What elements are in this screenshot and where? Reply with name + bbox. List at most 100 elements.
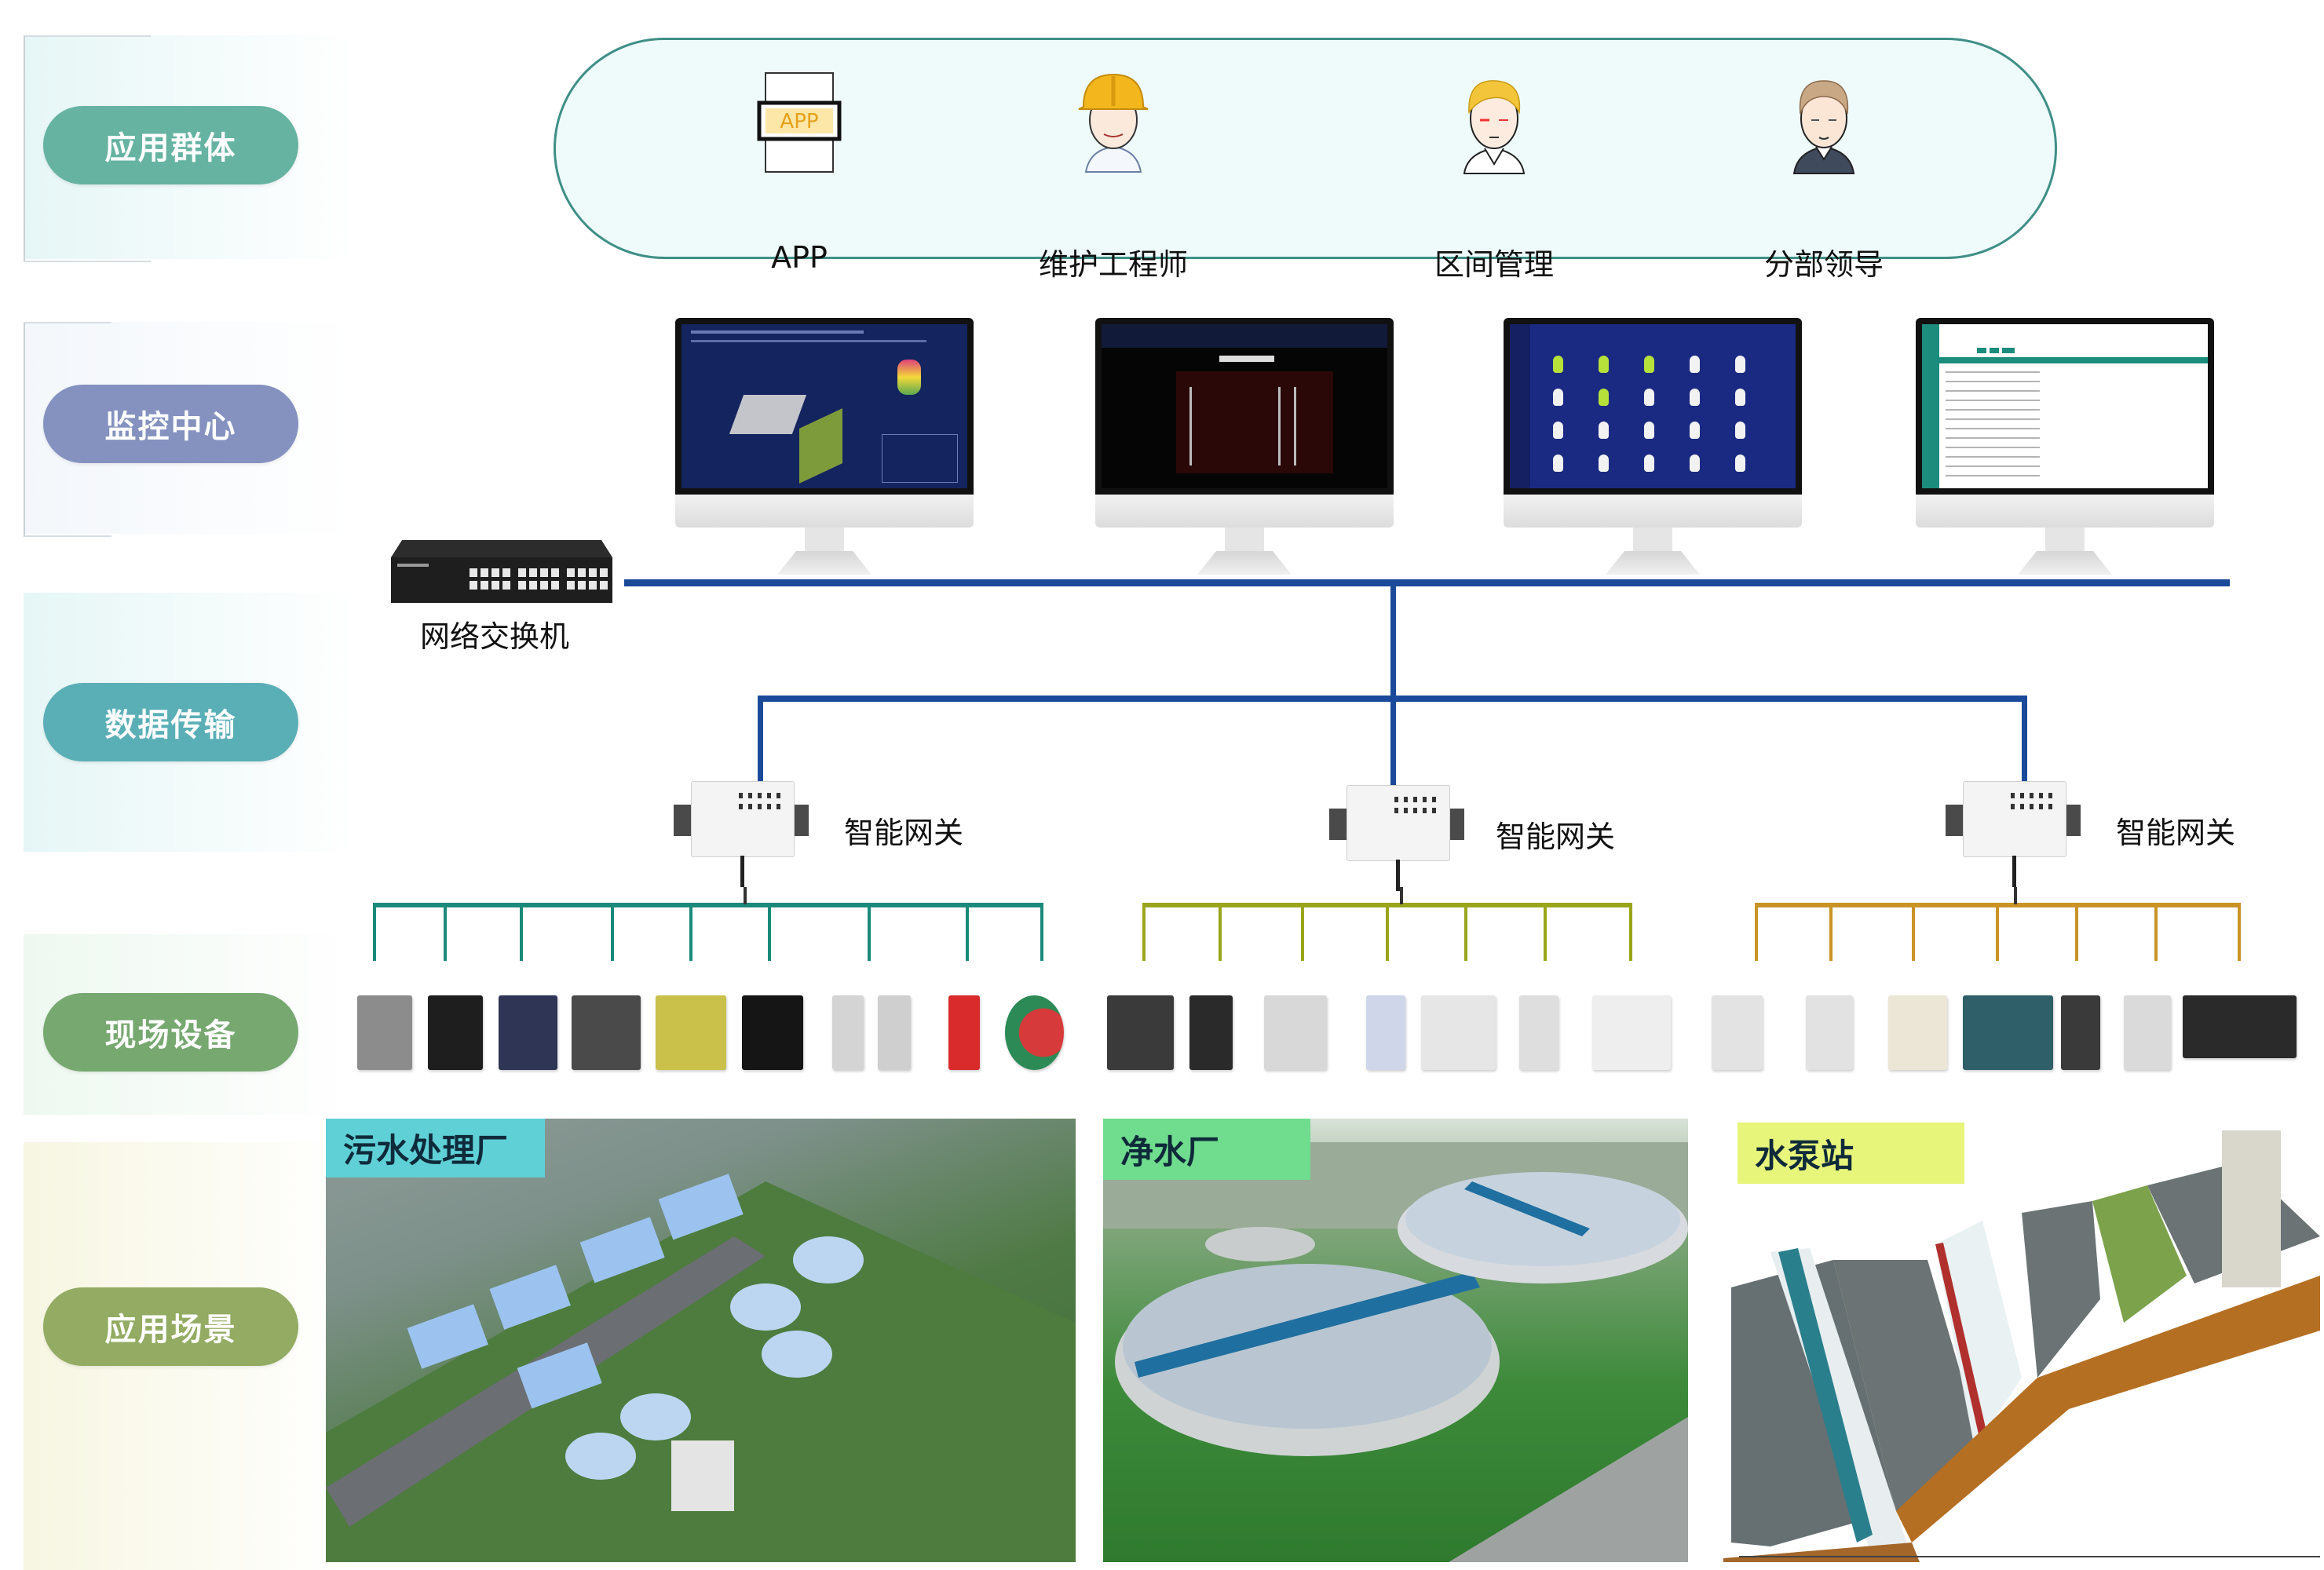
- status-bulb-icon: [1735, 389, 1745, 406]
- gateway-uplink: [1400, 887, 1403, 904]
- gateway-body: [1963, 781, 2066, 857]
- device-drop: [1301, 904, 1304, 961]
- layer-frame-monitor: [24, 322, 111, 537]
- device-drop: [1386, 904, 1389, 961]
- gateway-mount-left: [1946, 805, 1963, 836]
- table-row: [1946, 371, 2040, 373]
- water-purification-illustration: [1103, 1142, 1688, 1562]
- gateway-led: [2030, 793, 2034, 798]
- scene-label: 水泵站: [1755, 1136, 1854, 1175]
- light-pole-device: [1592, 995, 1671, 1070]
- scene-wastewater-plant: 污水处理厂: [326, 1119, 1076, 1562]
- gateway-led: [2011, 793, 2015, 798]
- gateway-led: [776, 793, 780, 798]
- monitor-3d-dashboard: [675, 318, 974, 577]
- monitor-chin: [1095, 495, 1394, 528]
- monitor-screen: [1504, 318, 1802, 495]
- gateway-mount-right: [1450, 809, 1464, 840]
- gateway-mount-left: [1329, 809, 1347, 840]
- gateway-led: [758, 793, 762, 798]
- device-drop: [2075, 904, 2078, 961]
- scene-tag: 水泵站: [1738, 1123, 1964, 1184]
- gateway-led: [1423, 808, 1427, 813]
- fire-pump-device: [948, 995, 980, 1070]
- status-bulb-icon: [1644, 389, 1654, 406]
- status-bulb-icon: [1690, 389, 1700, 406]
- monitor-stand: [805, 528, 844, 551]
- status-bulb-icon: [1644, 356, 1654, 373]
- monitor-stand: [1633, 528, 1672, 551]
- smart-meter-device: [1806, 995, 1853, 1070]
- network-switch-icon: [391, 540, 612, 603]
- monitoring-unit-device: [499, 995, 557, 1070]
- layer-pill-monitor-center: 监控中心: [43, 385, 298, 463]
- scene-tag: 污水处理厂: [326, 1119, 545, 1178]
- layer-label: 现场设备: [104, 1017, 237, 1053]
- gateway-label: 智能网关: [1496, 820, 1616, 854]
- status-bulb-icon: [1735, 422, 1745, 439]
- pump-station-illustration: [1723, 1130, 2320, 1562]
- table-row: [1946, 390, 2040, 392]
- gateway-led: [1394, 808, 1398, 813]
- status-bulb-icon: [1735, 356, 1745, 373]
- switch-port: [600, 568, 608, 577]
- table-row: [1946, 466, 2040, 467]
- monitor-screen: [675, 318, 974, 495]
- device-drop: [1040, 904, 1043, 961]
- device-drop: [1629, 904, 1632, 961]
- device-drop: [689, 904, 692, 961]
- switch-port: [502, 568, 510, 577]
- status-bulb-icon: [1690, 356, 1700, 373]
- layer-pill-field-devices: 现场设备: [43, 993, 298, 1072]
- gateway-antenna: [2012, 856, 2016, 887]
- monitor-screen: [1916, 318, 2214, 495]
- table-row: [1946, 409, 2040, 411]
- layer-pill-app-users: 应用群体: [43, 106, 298, 184]
- status-bulb-icon: [1599, 389, 1609, 406]
- monitor-stand: [1225, 528, 1264, 551]
- switch-port: [540, 568, 548, 577]
- svg-text:APP: APP: [780, 110, 818, 133]
- device-drop: [444, 904, 447, 961]
- gateway-mount-left: [674, 805, 691, 836]
- device-drop: [1755, 904, 1758, 961]
- monitor-base: [2018, 551, 2112, 575]
- status-bulb-icon: [1599, 422, 1609, 439]
- sensor-panel-a-device: [832, 995, 864, 1070]
- gateway-led: [1432, 797, 1436, 802]
- sensor-panel-b-device: [878, 995, 911, 1070]
- monitor-chin: [1916, 495, 2214, 528]
- wireless-sensor-device: [1712, 995, 1763, 1070]
- switch-port: [481, 581, 488, 590]
- layer-label: 应用群体: [104, 130, 237, 166]
- monitor-stand: [2045, 528, 2085, 551]
- table-row: [1946, 428, 2040, 429]
- table-row: [1946, 418, 2040, 420]
- gateway-bus: [760, 696, 2027, 702]
- gateway-led: [767, 804, 771, 809]
- gateway-label: 智能网关: [844, 816, 964, 850]
- scene-water-purification-plant: 净水厂: [1103, 1119, 1688, 1562]
- plc-module-device: [1421, 995, 1496, 1070]
- switch-port: [491, 581, 499, 590]
- device-drop: [1544, 904, 1547, 961]
- status-bulb-icon: [1553, 389, 1563, 406]
- switch-port: [589, 568, 597, 577]
- terminal-module-device: [1519, 995, 1558, 1070]
- scene-pump-station: 水泵站: [1723, 1119, 2324, 1562]
- table-row: [1946, 447, 2040, 448]
- rtu-module-device: [1888, 995, 1947, 1070]
- scene-label: 污水处理厂: [343, 1131, 509, 1170]
- device-drop: [520, 904, 523, 961]
- monitor-base: [777, 551, 872, 575]
- power-meter-a-device: [1107, 995, 1174, 1070]
- layer-pill-application-scenes: 应用场景: [43, 1287, 298, 1366]
- switch-port: [578, 568, 586, 577]
- gateway-led: [758, 804, 762, 809]
- engineer-helmet-icon: [1078, 73, 1149, 173]
- status-bulb-icon: [1690, 422, 1700, 439]
- device-drop: [1464, 904, 1467, 961]
- wastewater-plant-illustration: [326, 1174, 1076, 1562]
- gateway-drop-3: [2022, 696, 2027, 782]
- gateway-led: [2030, 804, 2034, 809]
